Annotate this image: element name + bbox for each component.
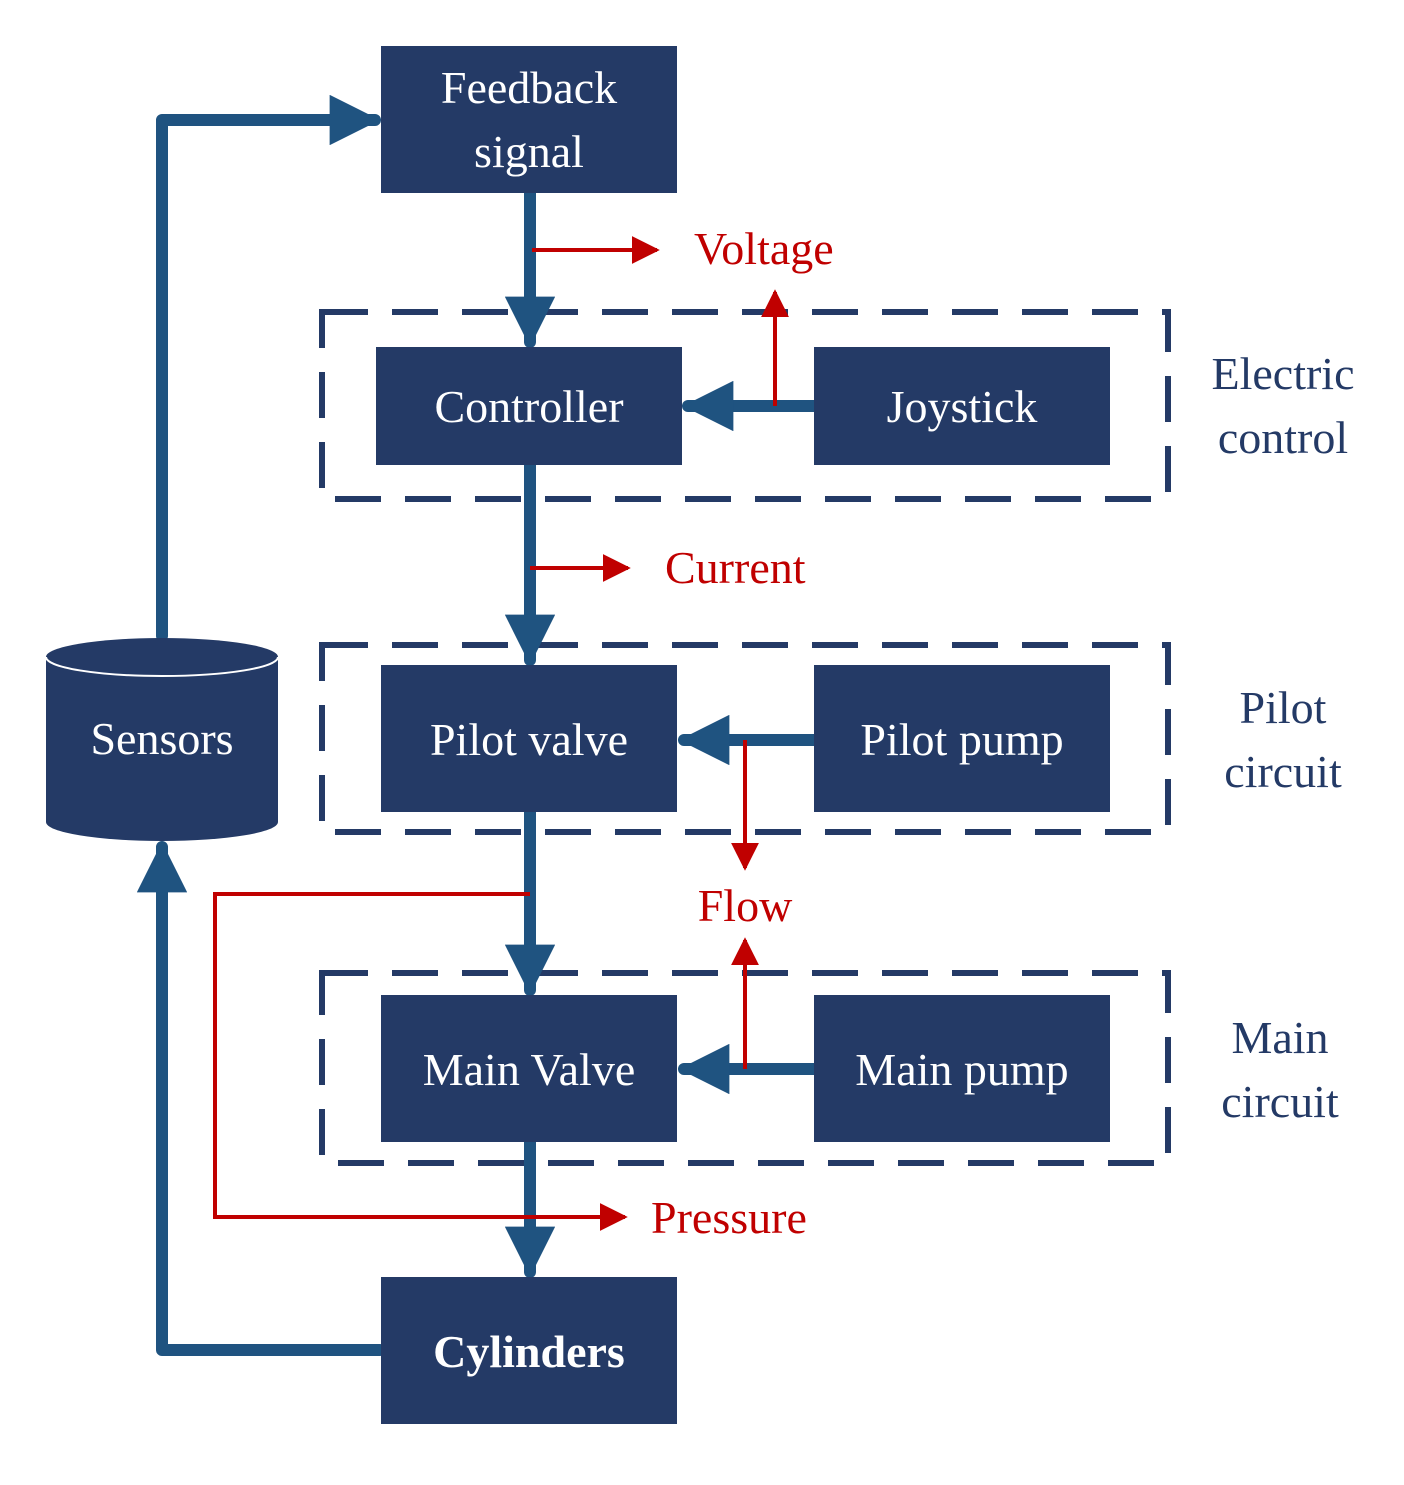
electric-control-group bbox=[319, 309, 1171, 502]
feedback-signal-label-line2: signal bbox=[474, 126, 584, 177]
flow-cylinders-to-sensors bbox=[136, 841, 386, 1356]
main-circuit-label-line1: Main bbox=[1231, 1012, 1328, 1063]
sensors-block: Sensors bbox=[45, 638, 279, 841]
pilot-circuit-group bbox=[319, 642, 1171, 835]
sensors-label: Sensors bbox=[90, 713, 233, 764]
electric-control-label-line2: control bbox=[1218, 412, 1348, 463]
cylinders-label: Cylinders bbox=[433, 1326, 625, 1377]
pressure-label: Pressure bbox=[651, 1192, 807, 1243]
controller-label: Controller bbox=[434, 381, 623, 432]
main-circuit-label-line2: circuit bbox=[1221, 1076, 1339, 1127]
joystick-label: Joystick bbox=[887, 381, 1038, 432]
pilot-pump-block: Pilot pump bbox=[814, 665, 1110, 812]
signal-pressure-arrow bbox=[213, 892, 628, 1231]
main-pump-label: Main pump bbox=[855, 1044, 1068, 1095]
pilot-valve-block: Pilot valve bbox=[381, 665, 677, 812]
joystick-block: Joystick bbox=[814, 347, 1110, 465]
main-pump-block: Main pump bbox=[814, 995, 1110, 1142]
pilot-valve-label: Pilot valve bbox=[430, 714, 628, 765]
main-valve-block: Main Valve bbox=[381, 995, 677, 1142]
controller-block: Controller bbox=[376, 347, 682, 465]
main-valve-label: Main Valve bbox=[423, 1044, 636, 1095]
feedback-signal-block: Feedback signal bbox=[381, 46, 677, 193]
flow-sensors-to-feedback bbox=[156, 94, 381, 642]
pilot-circuit-label-line2: circuit bbox=[1224, 746, 1342, 797]
voltage-label: Voltage bbox=[694, 223, 834, 274]
pilot-pump-label: Pilot pump bbox=[860, 714, 1063, 765]
electric-control-label-line1: Electric bbox=[1211, 348, 1354, 399]
feedback-signal-label-line1: Feedback bbox=[441, 62, 617, 113]
cylinders-block: Cylinders bbox=[381, 1277, 677, 1424]
pilot-circuit-label-line1: Pilot bbox=[1240, 682, 1327, 733]
flow-label: Flow bbox=[698, 880, 793, 931]
current-label: Current bbox=[665, 542, 806, 593]
